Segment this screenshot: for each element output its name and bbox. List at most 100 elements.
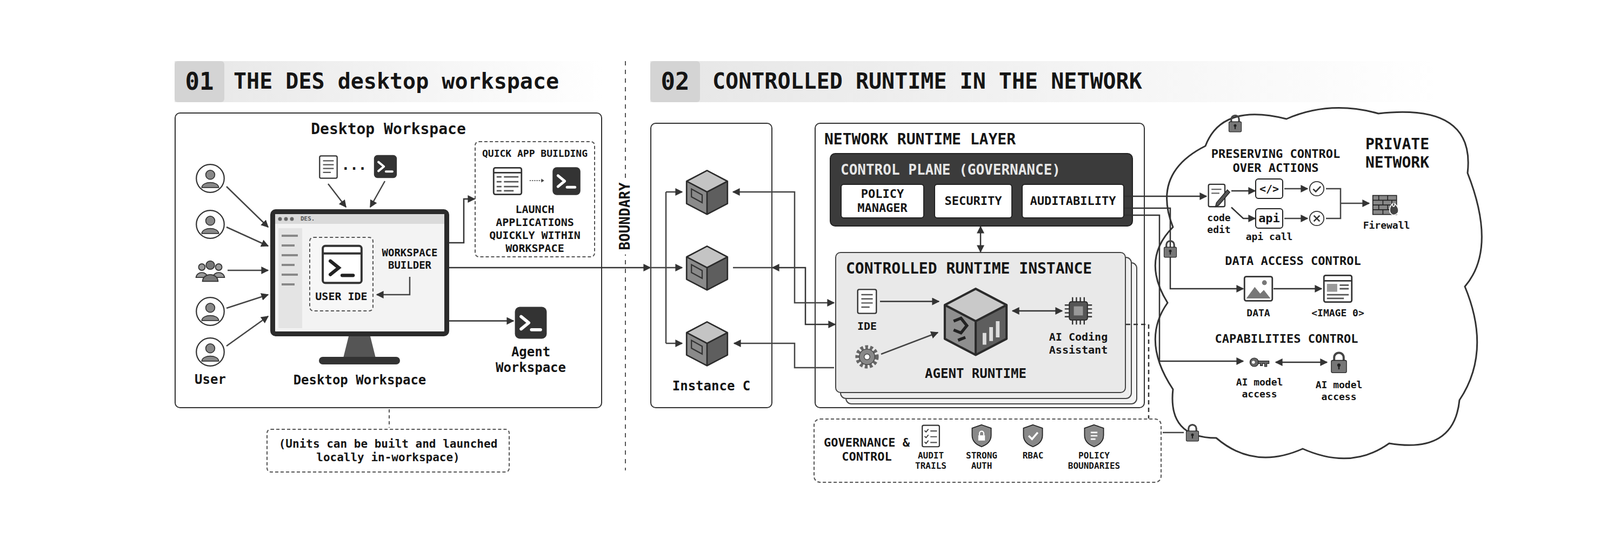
note-box: (Units can be built and launched locally…: [266, 428, 510, 473]
label: THE DES desktop workspace: [233, 68, 559, 95]
runtime-layer: NETWORK RUNTIME LAYER CONTROL PLANE (GOVE…: [814, 122, 1145, 409]
caption: AI model access: [1232, 376, 1287, 400]
node-text: AUDITABILITY: [1024, 194, 1122, 209]
firewall-icon: Firewall: [1370, 186, 1403, 217]
icon: [1206, 182, 1232, 209]
governance-icon: POLICY BOUNDARIES: [1082, 423, 1106, 449]
control-plane: CONTROL PLANE (GOVERNANCE) POLICY MANAGER…: [829, 152, 1133, 227]
instance-cube: [686, 245, 728, 290]
icon: [513, 305, 549, 340]
deny-icon: [1309, 211, 1324, 226]
ide-box: USER IDE: [309, 236, 374, 312]
connector: [1124, 195, 1207, 198]
code-edit-icon: code edit: [1206, 182, 1232, 209]
user-icon: [196, 210, 225, 239]
icon: [321, 243, 364, 286]
governance-box: GOVERNANCE & CONTROLAUDIT TRAILSSTRONG A…: [813, 418, 1162, 483]
monitor-stand: [343, 336, 376, 358]
node-text: CONTROL PLANE (GOVERNANCE): [840, 161, 1061, 179]
gear-icon: [857, 347, 877, 367]
icon: [1327, 348, 1351, 376]
caption: RBAC: [1008, 450, 1058, 461]
caption: code edit: [1202, 211, 1236, 236]
caption: Firewall: [1359, 219, 1414, 232]
icon: [1243, 351, 1276, 373]
icon: [525, 172, 549, 189]
connector: [1273, 288, 1322, 290]
icon: [1370, 186, 1403, 217]
code-box: </>: [1255, 178, 1284, 199]
lock-icon: [1163, 241, 1177, 258]
governance-icon: AUDIT TRAILS: [918, 423, 943, 449]
connector: [880, 300, 939, 303]
caption: DATA: [1236, 307, 1280, 319]
instance-wires: [650, 188, 1370, 433]
caption: <IMAGE 0>: [1305, 307, 1371, 319]
label: CONTROLLED RUNTIME IN THE NETWORK: [712, 68, 1143, 95]
caption: POLICY BOUNDARIES: [1062, 450, 1126, 471]
header-band: [650, 61, 1438, 103]
node-text: NETWORK RUNTIME LAYER: [824, 130, 1016, 149]
user-arrows: [226, 181, 410, 346]
doc-icon: [319, 155, 337, 178]
data-icon: DATA: [1243, 273, 1274, 304]
icon: [491, 165, 524, 197]
connector: [1124, 208, 1244, 289]
note-leader: [388, 409, 390, 428]
user-icon: [196, 337, 225, 366]
quick-build-box: QUICK APP BUILDINGLAUNCH APPLICATIONS QU…: [474, 141, 596, 258]
caption: STRONG AUTH: [957, 450, 1006, 471]
label: DATA ACCESS CONTROL: [1211, 254, 1375, 269]
user-icon: [196, 297, 225, 326]
connector: [449, 198, 475, 243]
plane-box: AUDITABILITY: [1021, 183, 1125, 219]
connector: [1124, 215, 1244, 362]
agent-runtime-cube: AGENT RUNTIME: [938, 280, 1013, 362]
image-icon: <IMAGE 0>: [1321, 273, 1355, 304]
runtime-instance: CONTROLLED RUNTIME INSTANCEIDEAGENT RUNT…: [835, 251, 1126, 393]
plane-box: POLICY MANAGER: [840, 183, 925, 219]
node-text: </>: [1258, 182, 1280, 196]
connector: [449, 320, 514, 322]
label: User: [183, 371, 238, 388]
lock-icon: [1228, 115, 1242, 132]
group-icon: [196, 261, 225, 282]
icon: [918, 423, 943, 449]
header-band: [174, 61, 603, 103]
caption: AGENT RUNTIME: [916, 365, 1036, 382]
icon: [938, 280, 1013, 362]
governance-icon: RBAC: [1021, 423, 1045, 449]
node-text: LAUNCH APPLICATIONS QUICKLY WITHIN WORKS…: [478, 202, 591, 255]
connector: [1012, 310, 1063, 312]
icon: [1021, 423, 1045, 449]
agent-workspace-icon: Agent Workspace: [513, 305, 549, 340]
lock-icon: AI model access: [1327, 348, 1351, 376]
plane-box: SECURITY: [934, 183, 1013, 219]
label: ...: [340, 156, 368, 174]
caption: AUDIT TRAILS: [906, 450, 956, 471]
connector: [1231, 207, 1256, 219]
icon: [1321, 273, 1355, 304]
monitor-base: [318, 356, 400, 365]
boundary-line: [624, 61, 626, 471]
node-text: Instance C: [651, 378, 772, 395]
terminal-icon: [374, 155, 397, 178]
governance-icon: STRONG AUTH: [969, 423, 994, 449]
connector: [1125, 324, 1149, 419]
ide-icon: IDE: [854, 286, 880, 317]
connector: [1275, 361, 1328, 364]
node-text: 01: [176, 67, 223, 97]
caption: AI Coding Assistant: [1043, 330, 1114, 357]
caption: Desktop Workspace: [278, 372, 442, 389]
label: PRESERVING CONTROL OVER ACTIONS: [1202, 147, 1349, 176]
user-icon: [196, 164, 225, 193]
caption: api call: [1242, 230, 1297, 243]
label: DES.: [300, 215, 316, 223]
label: BOUNDARY: [614, 177, 636, 255]
node-text: Desktop Workspace: [177, 120, 599, 139]
icon: [1082, 423, 1106, 449]
instance-cube: [686, 321, 728, 366]
caption: AI model access: [1311, 378, 1366, 403]
connector: [772, 267, 836, 325]
